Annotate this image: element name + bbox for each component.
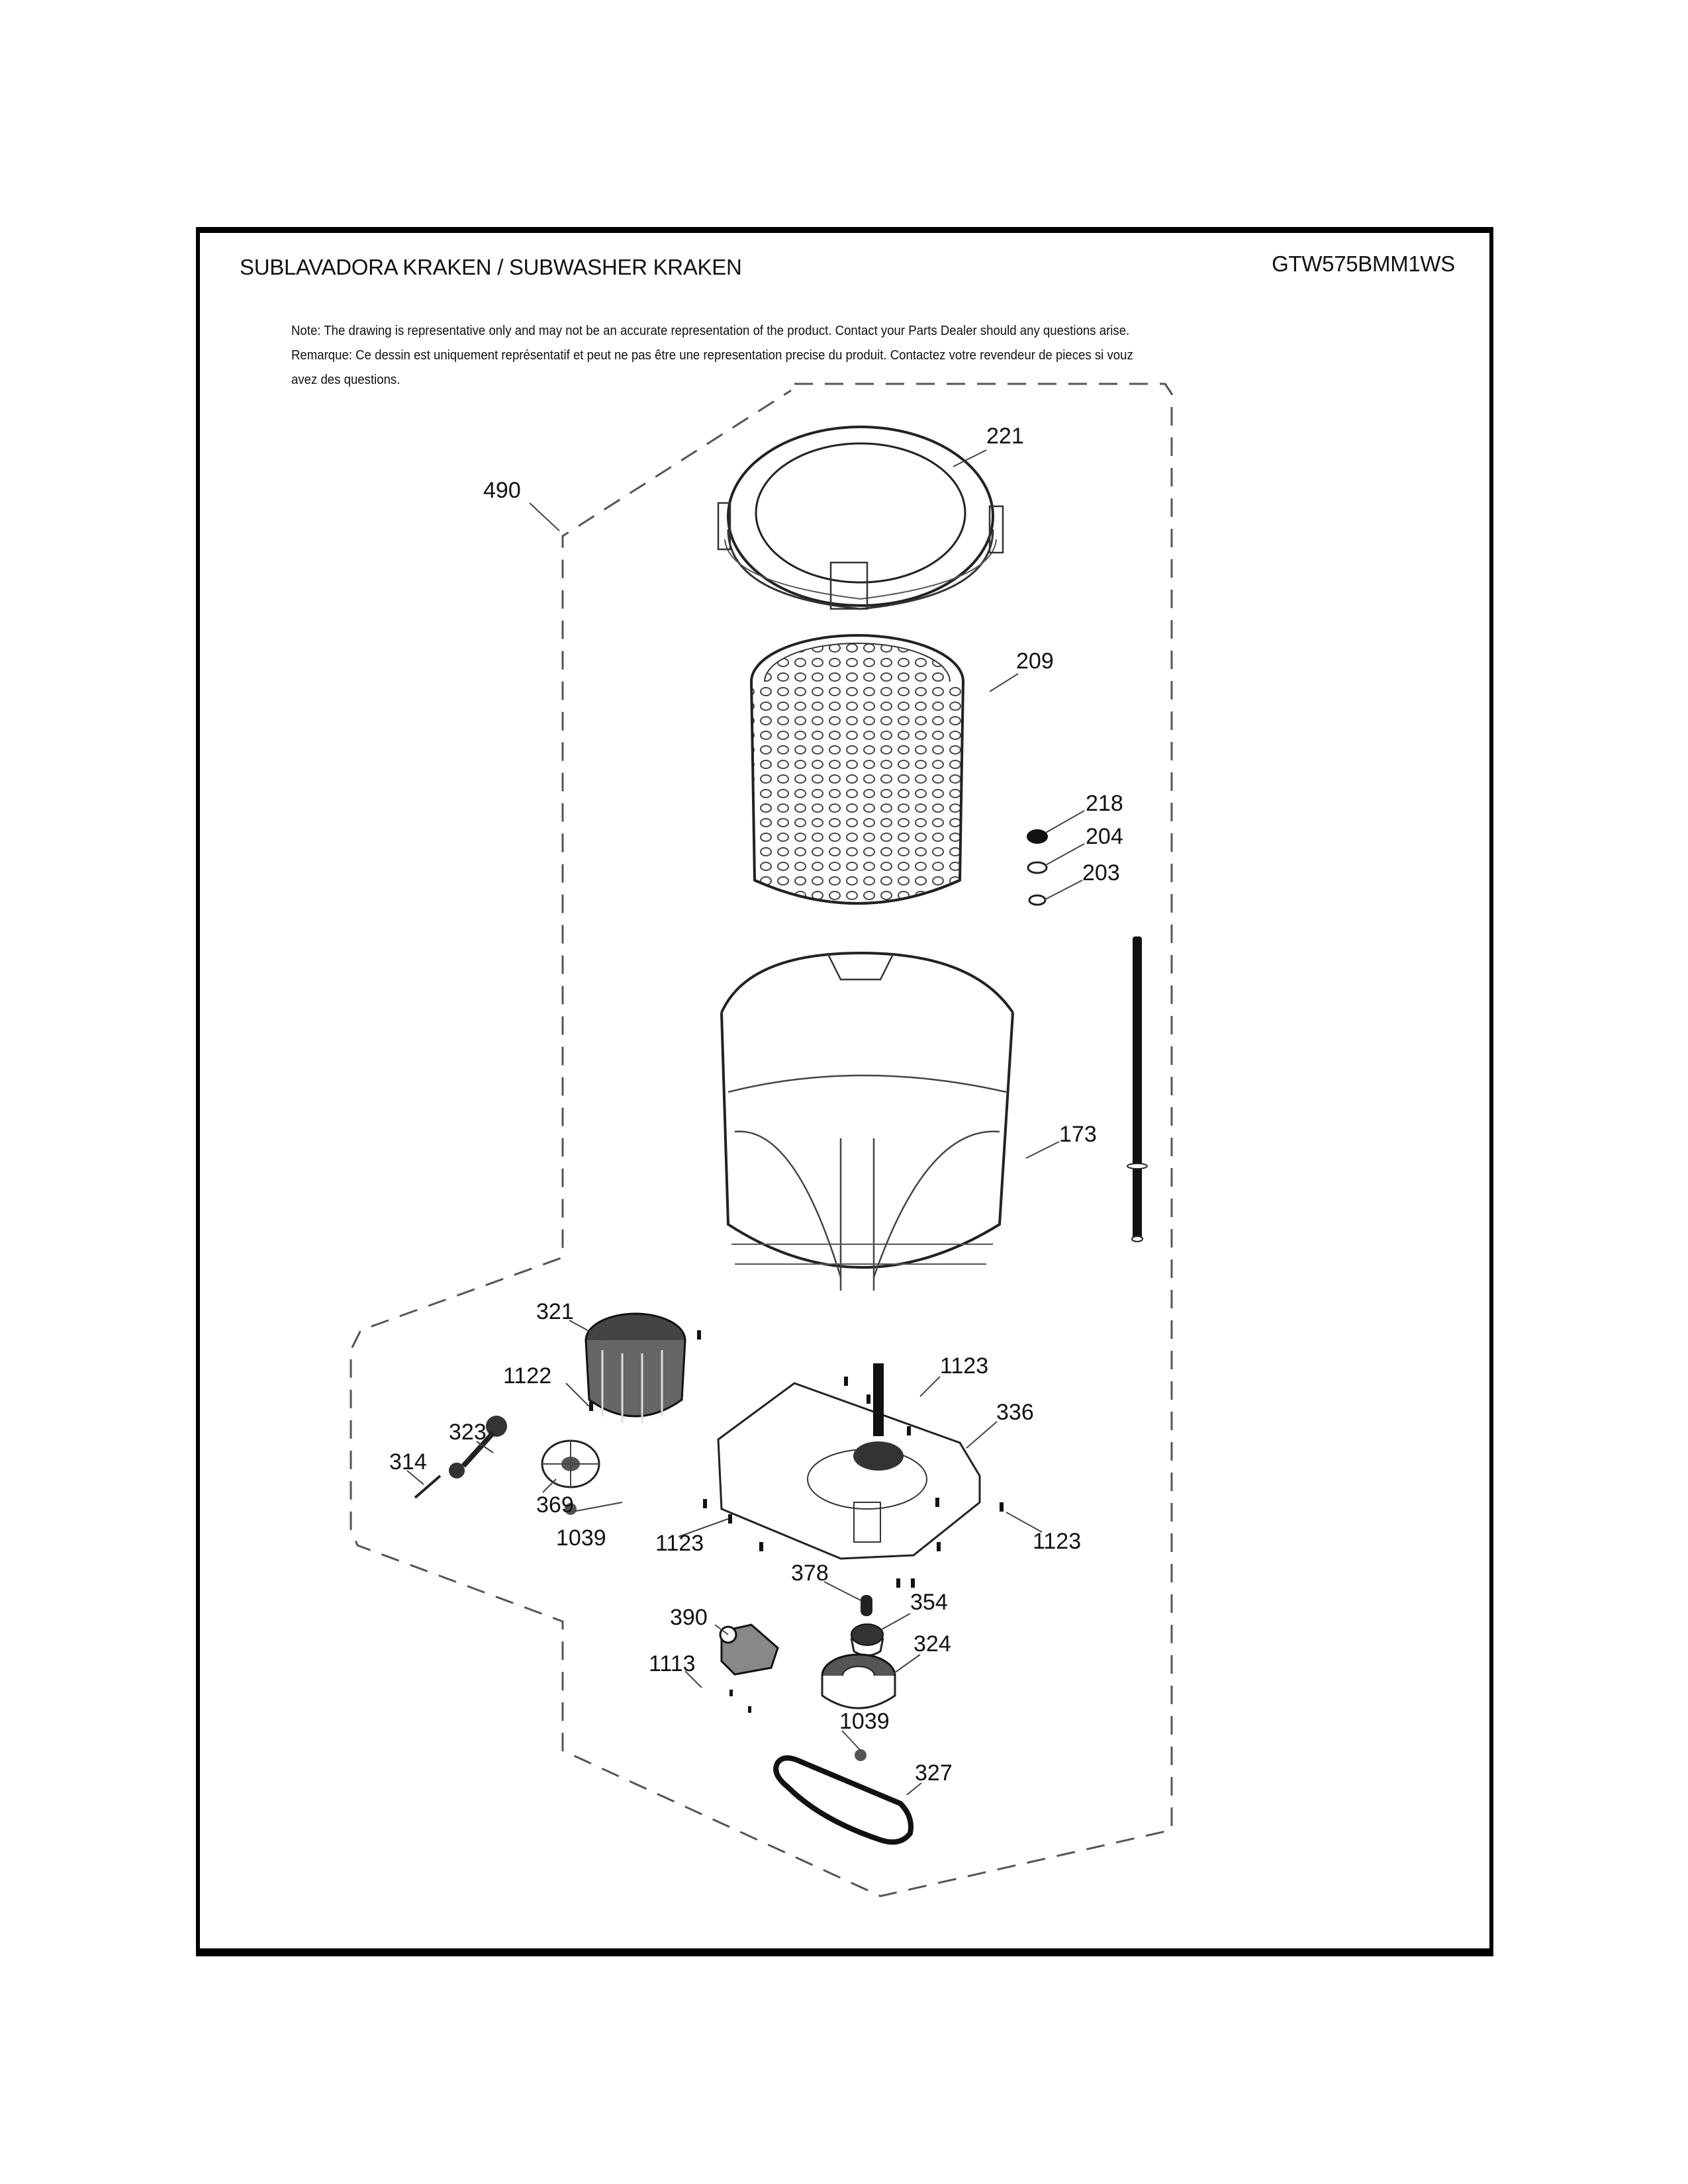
- screw: [911, 1578, 915, 1588]
- callout-324[interactable]: 324: [914, 1631, 951, 1657]
- callout-390[interactable]: 390: [670, 1605, 708, 1630]
- part-203-washer[interactable]: [1028, 894, 1047, 906]
- part-218-nut[interactable]: [1027, 829, 1048, 844]
- screw: [728, 1514, 732, 1524]
- note-french-cont: avez des questions.: [291, 373, 400, 387]
- note-french: Remarque: Ce dessin est uniquement repré…: [291, 348, 1133, 363]
- screw: [1000, 1502, 1004, 1512]
- callout-203[interactable]: 203: [1082, 860, 1120, 886]
- callout-1123-left[interactable]: 1123: [655, 1531, 704, 1556]
- part-354-bearing[interactable]: [850, 1623, 884, 1657]
- part-314-pin[interactable]: [414, 1475, 442, 1499]
- part-321-motor[interactable]: [585, 1312, 686, 1423]
- part-378-spring[interactable]: [861, 1595, 872, 1616]
- callout-327[interactable]: 327: [915, 1760, 953, 1786]
- assembly-boundary: [350, 383, 1173, 1897]
- callout-1039-lower[interactable]: 1039: [839, 1709, 890, 1734]
- part-1039-drive-pulley-nut[interactable]: [855, 1749, 867, 1761]
- callout-218[interactable]: 218: [1086, 791, 1123, 816]
- part-336-base-plate[interactable]: [717, 1363, 981, 1560]
- callout-221[interactable]: 221: [986, 424, 1024, 449]
- part-221-tub-cover[interactable]: [717, 426, 1004, 610]
- leader-lines: [406, 449, 1085, 1796]
- suspension-rod[interactable]: [1127, 936, 1148, 1242]
- screw: [748, 1706, 751, 1713]
- part-327-drive-belt[interactable]: [773, 1755, 914, 1845]
- screws: [589, 1330, 1004, 1713]
- part-323-wire-harness[interactable]: [449, 1416, 507, 1479]
- callout-378[interactable]: 378: [791, 1561, 829, 1586]
- callout-354[interactable]: 354: [910, 1590, 948, 1615]
- page-frame: [196, 227, 1493, 1956]
- callout-336[interactable]: 336: [996, 1400, 1034, 1425]
- screw: [907, 1426, 911, 1435]
- diagram-title: SUBLAVADORA KRAKEN / SUBWASHER KRAKEN: [240, 255, 742, 279]
- part-204-washer[interactable]: [1027, 861, 1048, 874]
- callout-209[interactable]: 209: [1016, 649, 1054, 674]
- screw: [935, 1498, 939, 1507]
- part-324-drive-pulley[interactable]: [821, 1653, 896, 1709]
- screw: [697, 1330, 701, 1340]
- model-number: GTW575BMM1WS: [1272, 251, 1455, 276]
- callout-1122[interactable]: 1122: [503, 1363, 551, 1388]
- callout-369[interactable]: 369: [536, 1492, 574, 1518]
- callout-314[interactable]: 314: [389, 1449, 427, 1475]
- part-390-shift-actuator[interactable]: [719, 1623, 779, 1676]
- callout-173[interactable]: 173: [1059, 1122, 1097, 1147]
- callout-1039[interactable]: 1039: [556, 1525, 606, 1551]
- part-369-motor-pulley[interactable]: [541, 1439, 600, 1488]
- callout-323[interactable]: 323: [449, 1420, 487, 1445]
- callout-321[interactable]: 321: [536, 1299, 574, 1324]
- note-english: Note: The drawing is representative only…: [291, 324, 1130, 338]
- callout-1123-top[interactable]: 1123: [940, 1353, 988, 1379]
- callout-1123-right[interactable]: 1123: [1033, 1529, 1081, 1554]
- callout-204[interactable]: 204: [1086, 824, 1123, 849]
- screw: [759, 1542, 763, 1551]
- screw: [703, 1499, 707, 1508]
- screw: [729, 1690, 733, 1696]
- screw: [844, 1377, 848, 1386]
- screw: [896, 1578, 900, 1588]
- screw: [589, 1402, 593, 1411]
- part-173-outer-tub[interactable]: [720, 951, 1014, 1291]
- callout-1113[interactable]: 1113: [649, 1651, 696, 1676]
- part-209-wash-basket[interactable]: [750, 634, 964, 905]
- screw: [867, 1394, 870, 1404]
- screw: [937, 1542, 941, 1551]
- callout-490[interactable]: 490: [483, 478, 521, 503]
